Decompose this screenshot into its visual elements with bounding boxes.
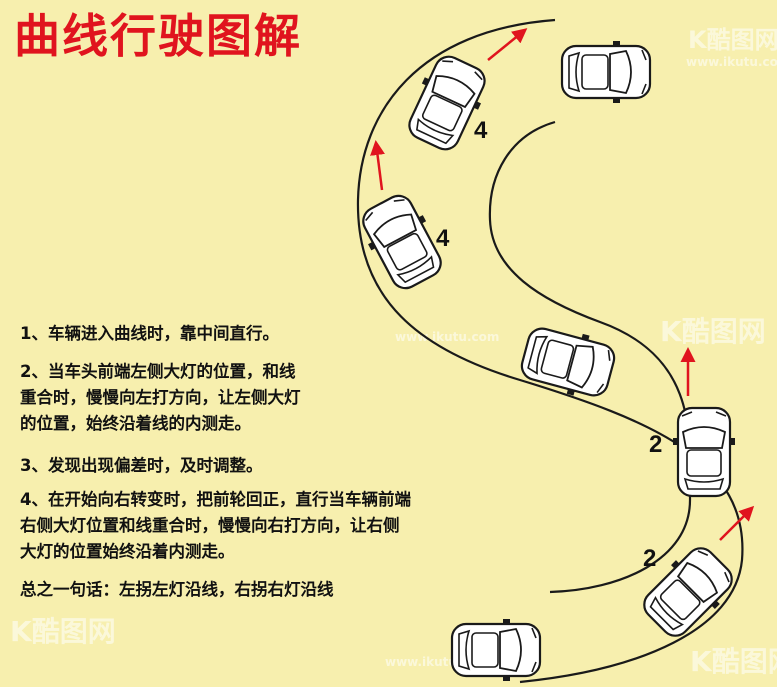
- road-inner-line: [488, 120, 692, 594]
- car-bottom: [450, 617, 542, 683]
- watermark-logo: K酷图网: [690, 645, 777, 678]
- page-title: 曲线行驶图解: [14, 9, 302, 63]
- summary-line: 总之一句话：左拐左灯沿线，右拐右灯沿线: [20, 580, 334, 599]
- step-line: 3、发现出现偏差时，及时调整。: [20, 456, 263, 475]
- watermark-logo: K酷图网: [10, 615, 116, 648]
- car-middle: [516, 319, 620, 405]
- marker-4-top: 4: [474, 117, 488, 144]
- step-line: 大灯的位置始终沿着内测走。: [20, 542, 235, 561]
- road-outer-line: [356, 18, 744, 684]
- marker-4-left: 4: [436, 225, 450, 252]
- step-line: 右侧大灯位置和线重合时，慢慢向右打方向，让右侧: [20, 516, 400, 535]
- direction-arrow: [719, 505, 755, 541]
- watermark-logo: K酷图网: [660, 315, 766, 348]
- step-line: 的位置，始终沿着线的内测走。: [20, 414, 251, 433]
- marker-2-bottom: 2: [643, 545, 656, 572]
- step-line: 2、当车头前端左侧大灯的位置，和线: [20, 362, 296, 381]
- marker-2-right: 2: [649, 431, 662, 458]
- car-top-right: [560, 39, 652, 105]
- step-line: 1、车辆进入曲线时，靠中间直行。: [20, 324, 279, 343]
- step-line: 重合时，慢慢向左打方向，让左侧大灯: [20, 388, 301, 407]
- step-line: 4、在开始向右转变时，把前轮回正，直行当车辆前端: [20, 490, 411, 509]
- car-right-straight: [671, 406, 737, 498]
- watermark-logo: K酷图网: [688, 26, 777, 54]
- direction-arrow: [487, 28, 528, 61]
- watermark-url: www.ikutu.com: [686, 55, 777, 69]
- direction-arrow: [370, 140, 385, 191]
